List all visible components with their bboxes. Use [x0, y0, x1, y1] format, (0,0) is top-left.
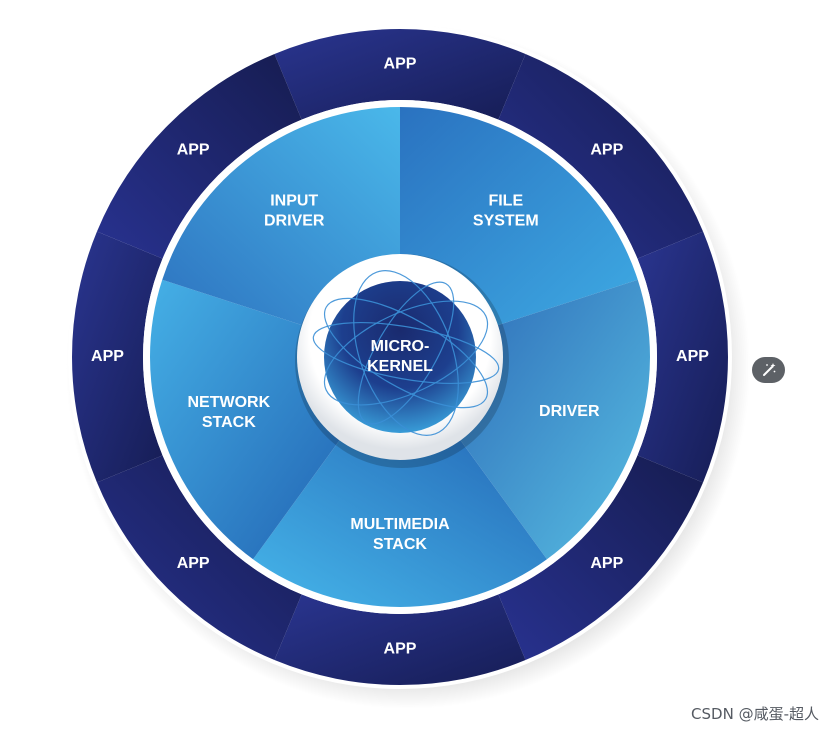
- app-segment: [72, 231, 163, 483]
- app-segment: [274, 594, 526, 685]
- service-label: DRIVER: [264, 213, 325, 230]
- app-label: APP: [384, 56, 417, 73]
- service-segment: [457, 279, 650, 560]
- app-label: APP: [676, 348, 709, 365]
- service-ring: [143, 100, 657, 614]
- service-label: DRIVER: [539, 403, 600, 420]
- service-label: SYSTEM: [473, 213, 539, 230]
- app-segment: [637, 231, 728, 483]
- app-segment: [274, 29, 526, 120]
- orbit-line: [323, 297, 489, 409]
- app-label: APP: [177, 555, 210, 572]
- orbit-line: [353, 270, 459, 436]
- service-segment: [253, 435, 547, 607]
- magic-wand-button[interactable]: [752, 357, 785, 383]
- core-label: KERNEL: [367, 358, 433, 375]
- service-label: NETWORK: [187, 394, 270, 411]
- service-label: FILE: [488, 193, 523, 210]
- service-label: INPUT: [270, 193, 318, 210]
- app-label: APP: [590, 141, 623, 158]
- app-label: APP: [177, 141, 210, 158]
- service-label: STACK: [373, 536, 427, 553]
- microkernel-core: [295, 254, 509, 468]
- orbit-line: [323, 300, 489, 406]
- service-segment: [162, 107, 400, 328]
- app-label: APP: [590, 555, 623, 572]
- service-segment: [150, 279, 343, 560]
- core-globe: [324, 281, 476, 433]
- diagram-labels: APP APP APP APP APP APP APP APP FILE SYSTEM DRIVER…: [91, 56, 709, 658]
- app-segment: [498, 455, 704, 661]
- orbit-line: [312, 322, 500, 384]
- app-segment: [498, 53, 704, 259]
- app-label: APP: [384, 641, 417, 658]
- app-ring: [72, 29, 728, 685]
- watermark: CSDN @咸蛋-超人: [691, 705, 819, 723]
- service-segment: [400, 107, 638, 328]
- orbit-line: [357, 281, 455, 425]
- magic-wand-icon: [763, 363, 776, 376]
- app-label: APP: [91, 348, 124, 365]
- core-label: MICRO-: [371, 338, 430, 355]
- app-segment: [96, 53, 302, 259]
- app-segment: [96, 455, 302, 661]
- service-label: MULTIMEDIA: [350, 516, 450, 533]
- service-label: STACK: [202, 414, 256, 431]
